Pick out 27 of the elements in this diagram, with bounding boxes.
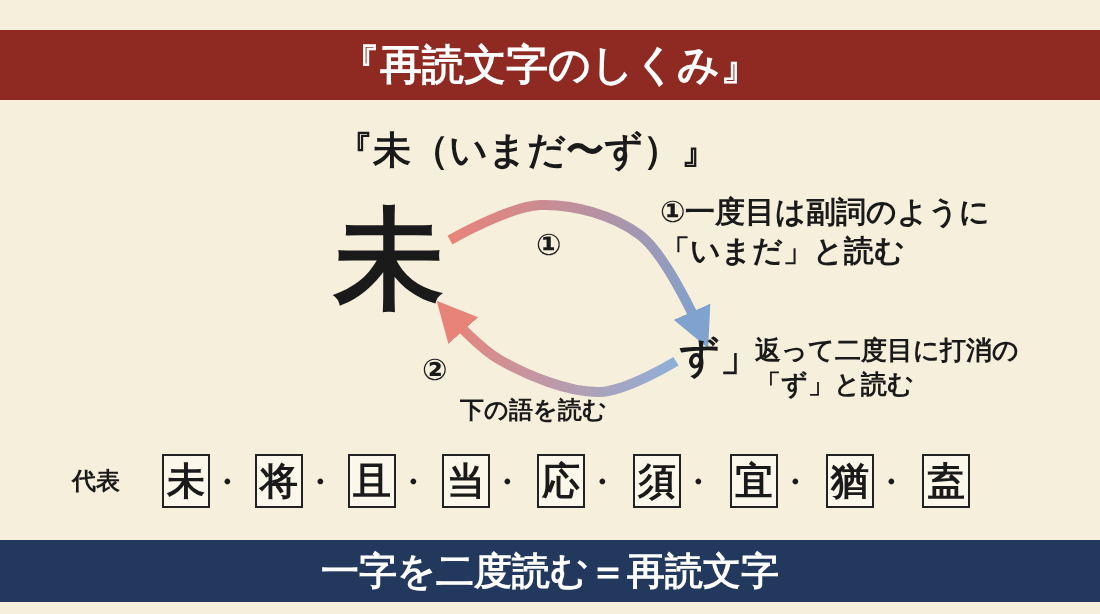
caption: 一字を二度読む＝再読文字 <box>321 547 779 595</box>
boxed-kanji: 当 <box>442 454 490 508</box>
separator-dot: ・ <box>398 463 428 501</box>
curved-arrow <box>436 300 679 397</box>
separator-dot: ・ <box>305 463 335 501</box>
boxed-kanji: 須 <box>633 454 681 508</box>
boxed-kanji: 応 <box>537 454 585 508</box>
separator-dot: ・ <box>780 463 810 501</box>
boxed-kanji: 将 <box>255 454 303 508</box>
separator-dot: ・ <box>212 463 242 501</box>
kanji-character: 未 <box>328 200 450 318</box>
annotation-text: 返って二度目に打消の「ず」と読む <box>755 334 1020 401</box>
boxed-kanji: 且 <box>348 454 396 508</box>
subtitle: 『未（いまだ〜ず）』 <box>335 127 719 174</box>
boxed-kanji: 猶 <box>826 454 874 508</box>
annotation-text: ①一度目は副詞のように「いまだ」と読む <box>660 193 992 270</box>
annotation-text: 下の語を読む <box>460 395 607 426</box>
boxed-kanji: 宜 <box>730 454 778 508</box>
boxed-kanji: 未 <box>162 454 210 508</box>
row-heading: 代表 <box>72 466 120 497</box>
boxed-kanji: 盍 <box>922 454 970 508</box>
separator-dot: ・ <box>492 463 522 501</box>
separator-dot: ・ <box>587 463 617 501</box>
separator-dot: ・ <box>876 463 906 501</box>
curved-arrow <box>447 199 711 349</box>
separator-dot: ・ <box>683 463 713 501</box>
title: 『再読文字のしくみ』 <box>338 39 762 91</box>
